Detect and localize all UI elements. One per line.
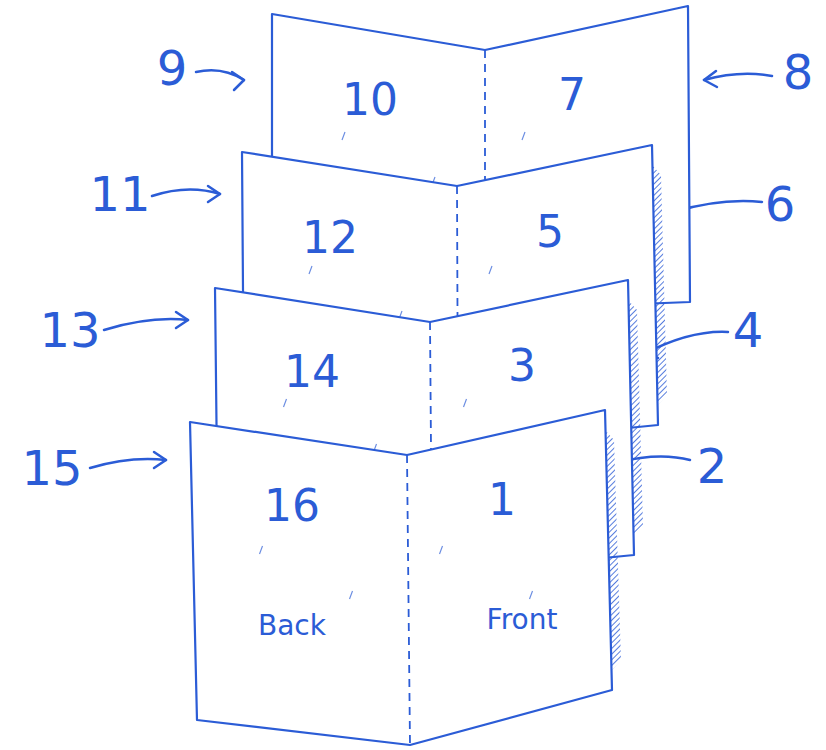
page-number: 16 — [264, 484, 320, 528]
callout-number: 13 — [39, 306, 100, 354]
sheet-outline — [186, 406, 626, 749]
page-number: 7 — [558, 73, 586, 117]
folded-sheet: 16 1Back Front — [186, 406, 626, 749]
page-number: 3 — [508, 344, 536, 388]
side-label: Back — [258, 612, 326, 640]
callout-number: 11 — [89, 170, 150, 218]
callout-number: 8 — [783, 48, 814, 96]
side-label: Front — [487, 606, 558, 634]
callout-number: 15 — [21, 444, 82, 492]
page-number: 10 — [342, 78, 398, 122]
page-number: 12 — [302, 216, 358, 260]
page-number: 14 — [284, 350, 340, 394]
callout-number: 4 — [733, 306, 764, 354]
callout-number: 2 — [697, 442, 728, 490]
callout-number: 6 — [765, 180, 796, 228]
page-number: 5 — [536, 210, 564, 254]
page-number: 1 — [488, 478, 516, 522]
callout-number: 9 — [157, 44, 188, 92]
